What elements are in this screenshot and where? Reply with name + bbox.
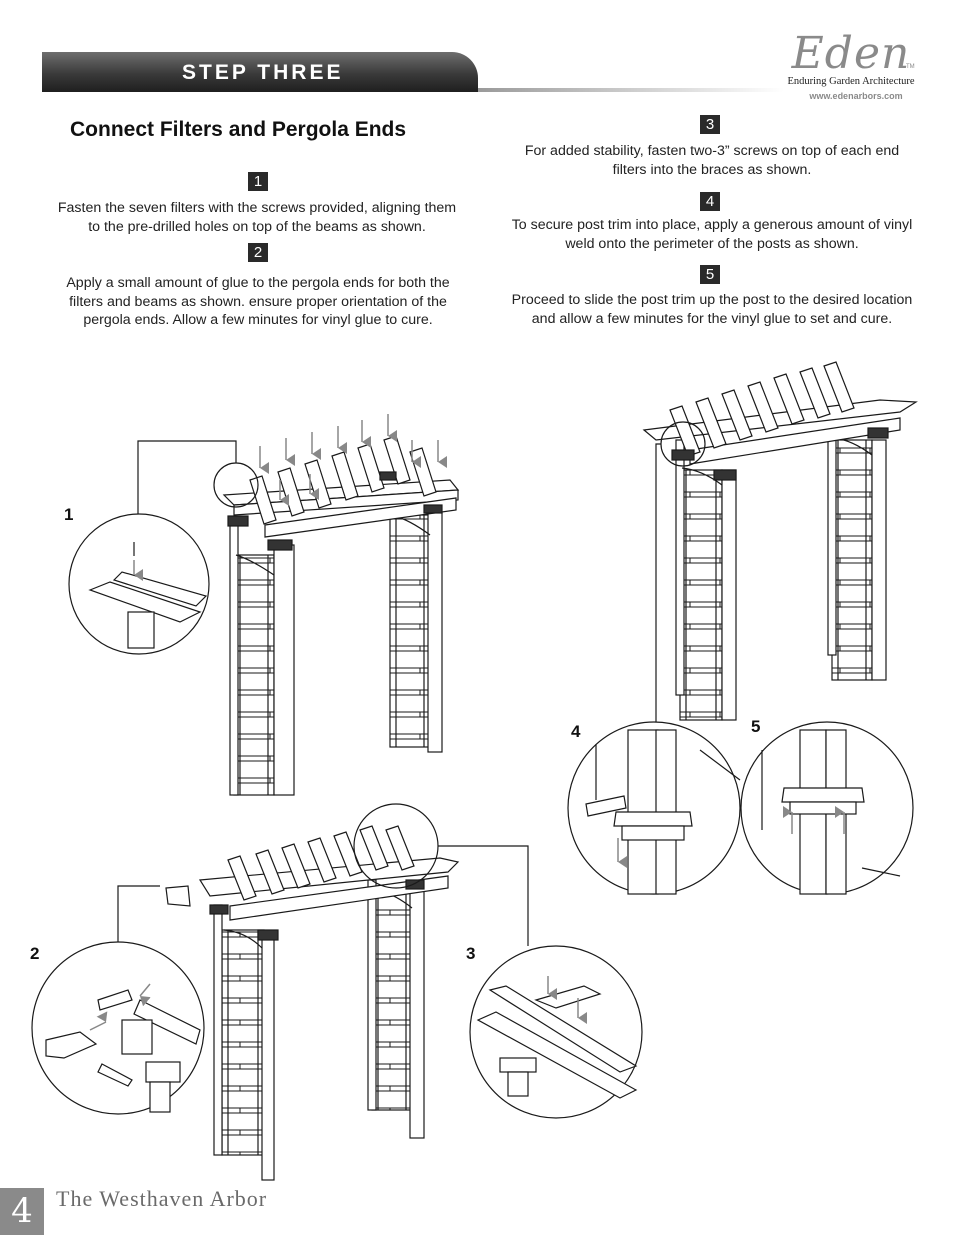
instruction-1: Fasten the seven filters with the screws… [57,200,457,235]
brand-tagline: Enduring Garden Architecture [787,76,915,87]
figure-label-4: 4 [571,722,581,741]
banner-rule [478,88,784,92]
instruction-3: For added stability, fasten two-3” screw… [524,143,900,178]
detail-circle-2 [31,941,205,1115]
brand-logo: Eden TM Enduring Garden Architecture www… [776,30,926,110]
instruction-5: Proceed to slide the post trim up the po… [511,292,913,327]
detail-circle-5 [740,721,914,895]
step-label: STEP THREE [182,61,344,84]
detail-circle-4 [567,721,741,895]
figure-label-1: 1 [64,505,74,524]
detail-circle-3 [469,945,643,1119]
detail-circle-1 [68,513,210,655]
step-number-4: 4 [700,192,720,211]
arbor-drawing-step1 [137,414,460,796]
arbor-drawing-step2-3 [117,803,529,1181]
step-number-5: 5 [700,265,720,284]
section-title: Connect Filters and Pergola Ends [70,118,407,141]
instruction-2: Apply a small amount of glue to the perg… [66,275,450,329]
arbor-drawing-step4 [642,361,918,722]
brand-wordmark: Eden [791,28,911,79]
instruction-4: To secure post trim into place, apply a … [511,217,913,252]
figure-label-3: 3 [466,944,476,963]
figure-label-2: 2 [30,944,40,963]
brand-url: www.edenarbors.com [809,91,903,101]
product-title: The Westhaven Arbor [56,1186,268,1211]
page-number: 4 [0,1188,44,1235]
figure-label-5: 5 [751,717,761,736]
step-banner: STEP THREE [42,52,478,92]
brand-trademark: TM [906,64,915,70]
step-number-2: 2 [248,243,268,262]
step-number-3: 3 [700,115,720,134]
step-number-1: 1 [248,172,268,191]
